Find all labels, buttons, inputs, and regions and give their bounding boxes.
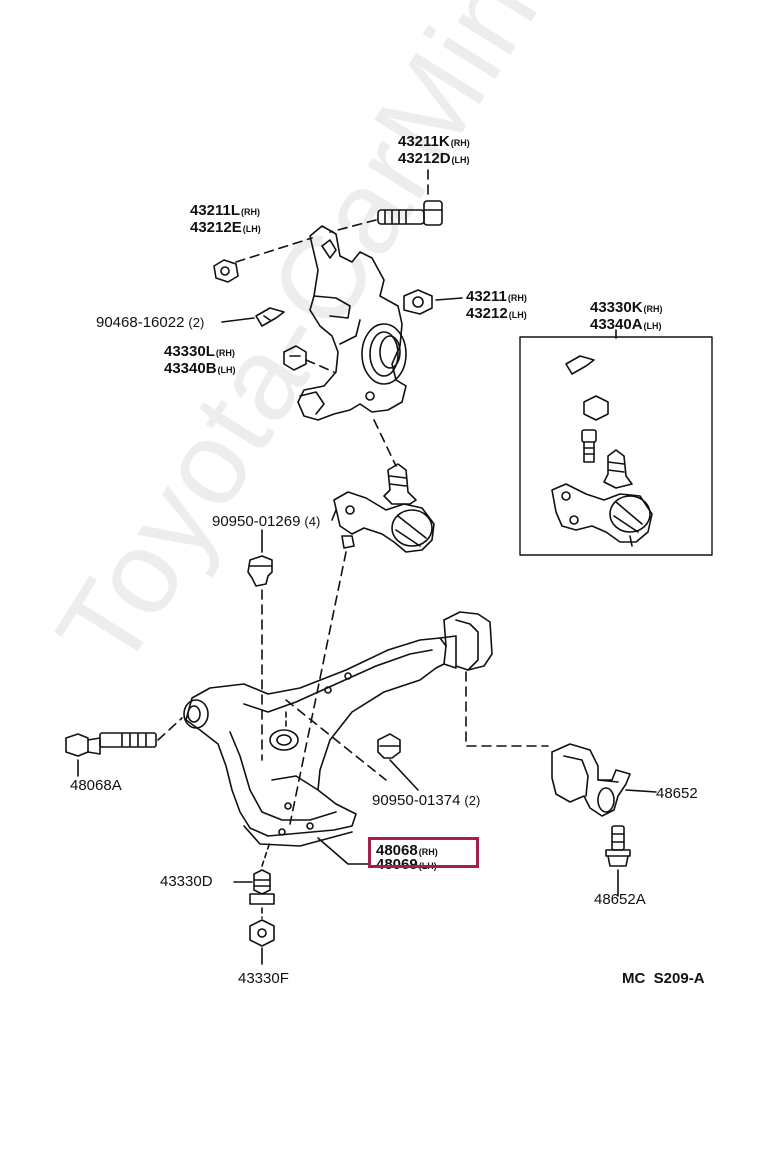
- diagram-code: MC S209-A: [622, 970, 705, 987]
- knuckle-nut-part[interactable]: [213, 259, 239, 283]
- grommet-top-part[interactable]: [247, 555, 273, 587]
- part-label-43330L[interactable]: 43330L(RH) 43340B(LH): [164, 343, 236, 377]
- bracket-bolt-part[interactable]: [605, 825, 631, 867]
- part-label-90468[interactable]: 90468-16022(2): [96, 314, 205, 331]
- inset-clip: [565, 355, 595, 375]
- clip-part[interactable]: [255, 307, 285, 327]
- inset-ball-joint: [551, 449, 653, 547]
- part-label-43211L[interactable]: 43211L(RH) 43212E(LH): [190, 202, 261, 236]
- part-label-43330K[interactable]: 43330K(RH) 43340A(LH): [590, 299, 663, 333]
- part-label-43211[interactable]: 43211(RH) 43212(LH): [466, 288, 527, 322]
- stabilizer-bracket-part[interactable]: [551, 743, 631, 817]
- inset-bolt: [581, 429, 597, 463]
- part-label-90950-01374[interactable]: 90950-01374(2): [372, 792, 481, 809]
- part-label-43211K[interactable]: 43211K(RH) 43212D(LH): [398, 133, 470, 167]
- steering-knuckle-part[interactable]: [297, 225, 433, 421]
- knuckle-bolt-part[interactable]: [377, 200, 443, 226]
- ball-joint-part[interactable]: [333, 463, 435, 553]
- alternate-ball-joint-box: [519, 336, 713, 556]
- inset-nut: [583, 395, 609, 421]
- grommet-side-part[interactable]: [377, 733, 401, 759]
- arm-stud-bolt-part[interactable]: [249, 869, 275, 905]
- part-label-48652A[interactable]: 48652A: [594, 891, 646, 908]
- part-label-48652[interactable]: 48652: [656, 785, 698, 802]
- arm-nut-part[interactable]: [249, 919, 275, 947]
- part-label-43330D[interactable]: 43330D: [160, 873, 213, 890]
- arm-bolt-part[interactable]: [65, 732, 157, 757]
- part-label-48068A[interactable]: 48068A: [70, 777, 122, 794]
- small-nut-part[interactable]: [283, 345, 307, 371]
- part-label-43330F[interactable]: 43330F: [238, 970, 289, 987]
- highlight-box-48068: [368, 837, 479, 868]
- lower-control-arm-part[interactable]: [183, 611, 493, 847]
- part-label-90950-01269[interactable]: 90950-01269(4): [212, 513, 321, 530]
